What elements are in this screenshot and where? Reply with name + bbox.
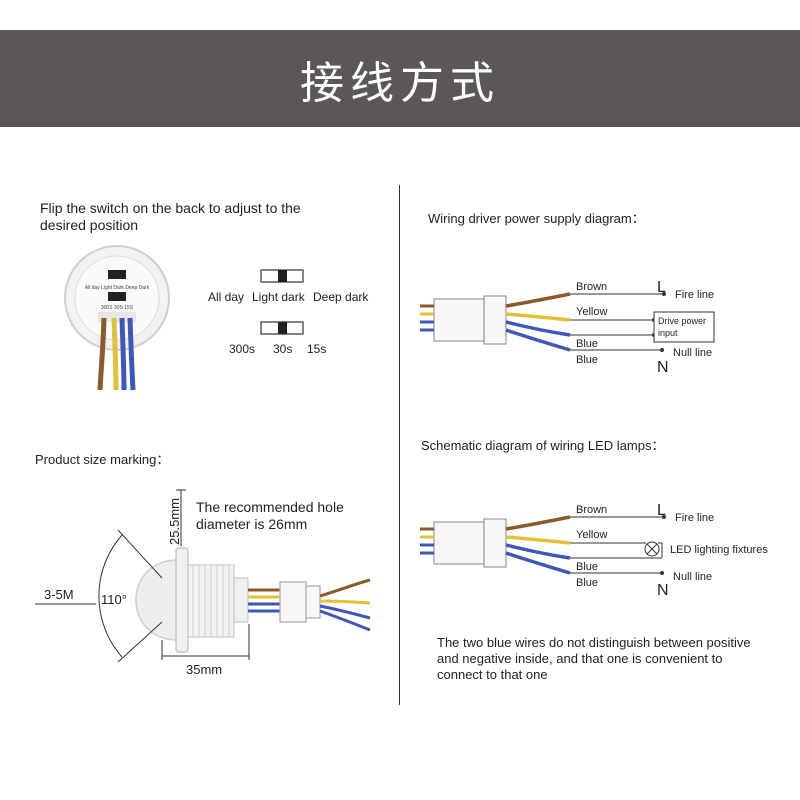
angle-ray-bottom [117, 621, 163, 663]
led-connector-a [433, 521, 485, 565]
driver-power-box-line-1: Drive power [658, 316, 706, 326]
sensor-back-illustration: All day Light Dark Deep Dark 300S 30S 15… [64, 245, 170, 391]
led-connector-b [483, 518, 507, 568]
product-size-title: Product size marking： [35, 452, 170, 467]
hole-diameter-note: The recommended hole diameter is 26mm [196, 499, 344, 532]
driver-connector-b [483, 295, 507, 345]
led-N-label: N [657, 582, 669, 599]
sensor-thread-lines [192, 565, 230, 637]
light-option-all-day: All day [208, 290, 244, 304]
driver-wire-yellow [505, 312, 571, 322]
header-banner: 接线方式 [0, 30, 800, 127]
drawing-connector-a [279, 581, 307, 623]
led-diagram-title: Schematic diagram of wiring LED lamps： [421, 438, 665, 453]
driver-wiring-diagram: Drive power input Brown Yellow Blue Blue… [420, 279, 715, 376]
sensor-back-cap [233, 577, 249, 623]
time-option-300s: 300s [229, 342, 255, 356]
sensor-switch-top [108, 270, 126, 279]
sensor-wire-yellow [111, 317, 119, 391]
led-L-label: L [657, 502, 666, 519]
product-size-drawing: 25.5mm 3-5M 110° 35mm [35, 489, 371, 677]
sensor-wire-blue-1 [119, 317, 127, 391]
time-switch-knob [278, 322, 287, 334]
page-title: 接线方式 [300, 57, 500, 109]
time-switch-graphic [260, 321, 304, 335]
led-label-blue-1: Blue [576, 561, 598, 573]
driver-fire-line-label: Fire line [675, 289, 714, 301]
led-fixture-label: LED lighting fixtures [670, 544, 768, 556]
driver-label-blue-1: Blue [576, 338, 598, 350]
light-switch-knob [278, 270, 287, 282]
led-wire-blue-1 [505, 543, 571, 560]
time-option-15s: 15s [307, 342, 326, 356]
led-fixture-icon [644, 541, 660, 557]
flip-switch-instruction: Flip the switch on the back to adjust to… [40, 200, 301, 233]
driver-wire-brown [505, 292, 571, 308]
range-label: 3-5M [44, 587, 74, 602]
driver-wire-blue-2 [505, 328, 571, 352]
driver-power-box [653, 311, 715, 343]
sensor-dome [135, 559, 179, 641]
drawing-wire-blue-long-2 [319, 609, 371, 632]
light-option-deep-dark: Deep dark [313, 290, 369, 304]
sensor-light-label: All day Light Dark Deep Dark [85, 285, 150, 291]
driver-L-label: L [657, 279, 666, 296]
driver-wire-blue-1 [505, 320, 571, 337]
led-fire-line-label: Fire line [675, 512, 714, 524]
light-switch-graphic [260, 269, 304, 283]
driver-connector-a [433, 298, 485, 342]
led-wiring-diagram: Brown Yellow Blue Blue L Fire line LED l… [420, 502, 768, 599]
driver-diagram-title: Wiring driver power supply diagram： [428, 211, 645, 226]
sensor-cable-collar [98, 312, 136, 322]
led-label-brown: Brown [576, 504, 607, 516]
height-dimension-label: 25.5mm [167, 498, 182, 545]
led-wire-blue-2 [505, 551, 571, 575]
drawing-wire-brown-long [319, 578, 371, 598]
drawing-wire-blue-long-1 [319, 604, 371, 620]
time-option-30s: 30s [273, 342, 292, 356]
top-strip [0, 0, 800, 30]
led-label-yellow: Yellow [576, 529, 607, 541]
led-wire-brown [505, 515, 571, 531]
sensor-wire-brown [97, 317, 107, 391]
driver-null-line-label: Null line [673, 347, 712, 359]
sensor-switch-bottom [108, 292, 126, 301]
blue-wires-note: The two blue wires do not distinguish be… [437, 635, 751, 682]
driver-N-label: N [657, 359, 669, 376]
sensor-time-label: 300S 30S 15S [101, 305, 134, 311]
led-label-blue-2: Blue [576, 577, 598, 589]
angle-ray-top [117, 529, 163, 579]
driver-label-yellow: Yellow [576, 306, 607, 318]
sensor-wire-blue-2 [127, 317, 136, 391]
driver-label-brown: Brown [576, 281, 607, 293]
width-dimension-label: 35mm [186, 662, 222, 677]
led-null-line-label: Null line [673, 571, 712, 583]
driver-power-box-line-2: input [658, 328, 678, 338]
light-option-light-dark: Light dark [252, 290, 306, 304]
driver-label-blue-2: Blue [576, 354, 598, 366]
angle-arc [98, 534, 123, 658]
vertical-divider [399, 185, 400, 705]
angle-label: 110° [101, 592, 127, 607]
led-wire-yellow [505, 535, 571, 545]
drawing-wire-yellow-long [319, 599, 371, 605]
